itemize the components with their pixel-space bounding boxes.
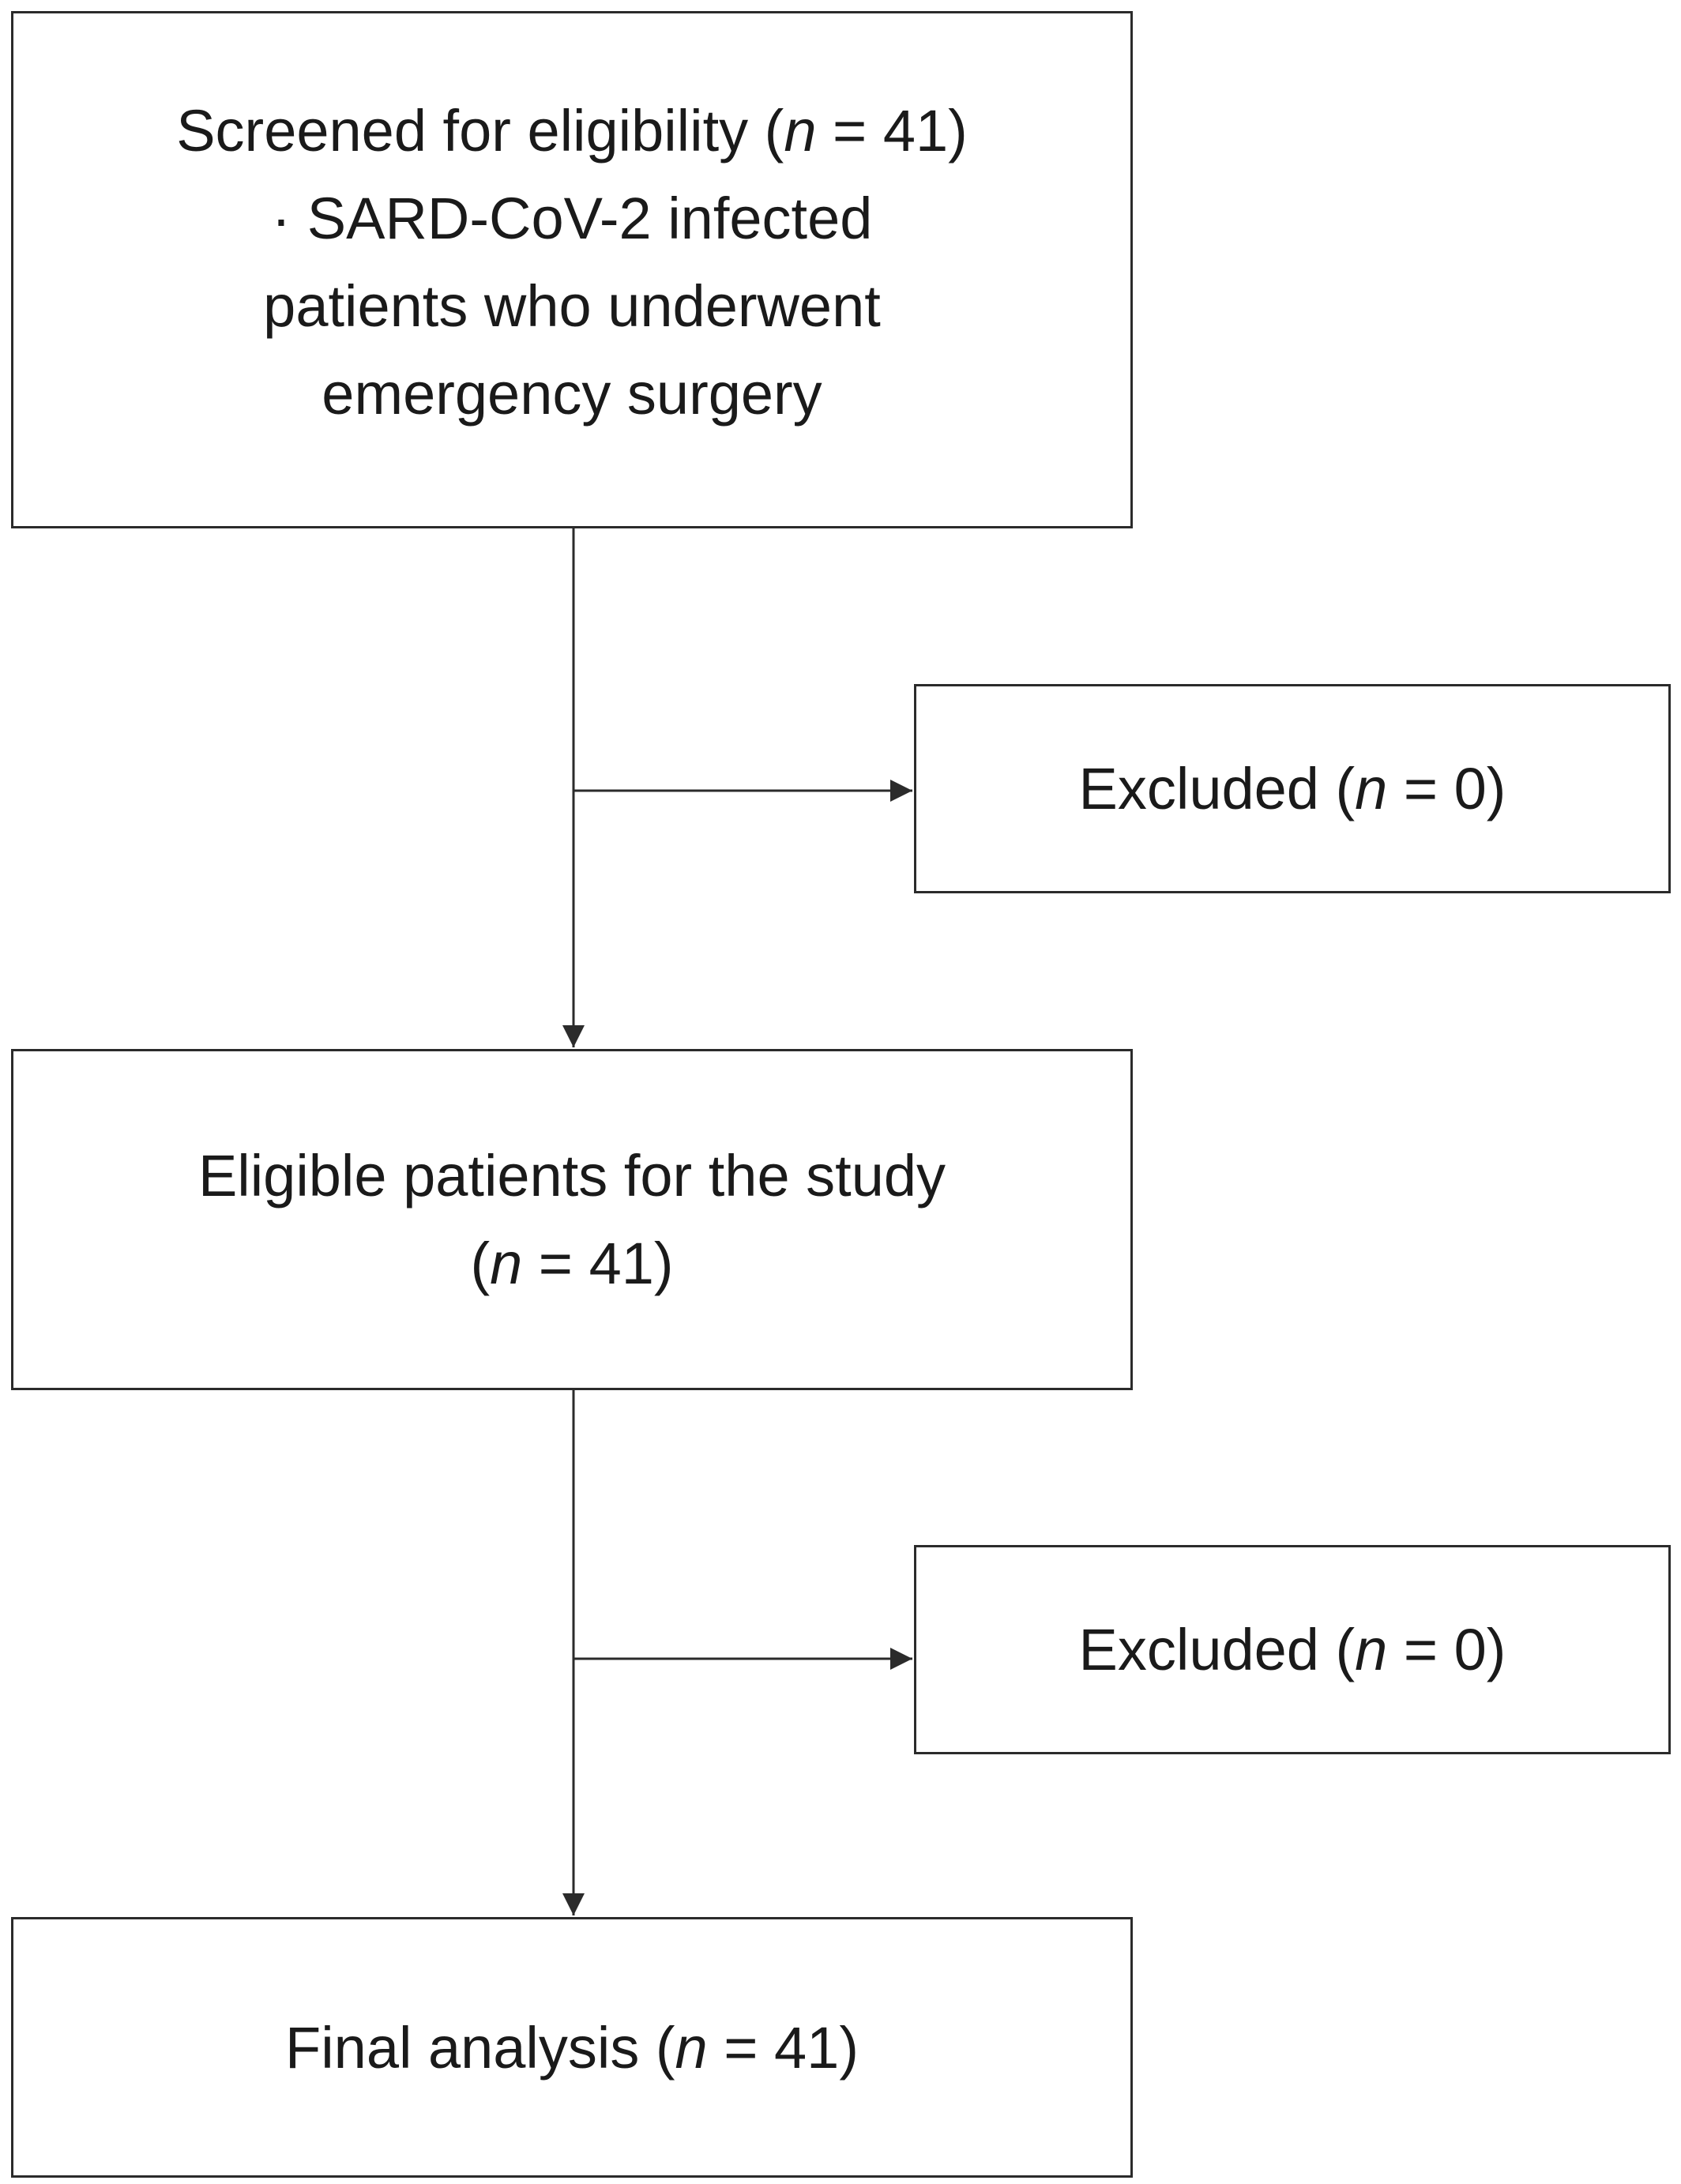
excluded-1-text: Excluded (n = 0)	[1079, 745, 1506, 833]
excluded-2-line: Excluded (n = 0)	[1079, 1606, 1506, 1693]
excluded-1-line: Excluded (n = 0)	[1079, 745, 1506, 833]
final-text: Final analysis (n = 41)	[285, 2004, 859, 2092]
screened-line-3: patients who underwent	[263, 273, 881, 339]
eligible-box: Eligible patients for the study (n = 41)	[11, 1049, 1133, 1390]
screened-line-1-prefix: Screened for eligibility (	[176, 97, 784, 164]
arrowhead-excluded-1	[890, 780, 912, 802]
excluded-1-n-symbol: n	[1355, 756, 1388, 821]
screened-line-1: Screened for eligibility (n = 41)	[176, 87, 968, 175]
screened-line-1-suffix: = 41)	[816, 97, 968, 164]
excluded-1-prefix: Excluded (	[1078, 756, 1356, 821]
arrowhead-final	[562, 1893, 585, 1915]
arrowhead-excluded-2	[890, 1648, 912, 1670]
screened-n-symbol: n	[784, 97, 817, 164]
arrowhead-eligible	[562, 1025, 585, 1047]
final-suffix: = 41)	[707, 2014, 859, 2081]
excluded-2-n-symbol: n	[1355, 1617, 1388, 1682]
screened-text: Screened for eligibility (n = 41) · SARD…	[176, 87, 968, 453]
screened-line-4: emergency surgery	[322, 360, 822, 427]
excluded-2-suffix: = 0)	[1387, 1617, 1506, 1682]
excluded-1-suffix: = 0)	[1387, 756, 1506, 821]
eligible-n-symbol: n	[490, 1231, 523, 1296]
eligible-line-2-suffix: = 41)	[522, 1231, 674, 1296]
screened-line-2: · SARD-CoV-2 infected	[271, 185, 873, 251]
excluded-box-1: Excluded (n = 0)	[914, 684, 1671, 893]
eligible-text: Eligible patients for the study (n = 41)	[198, 1132, 946, 1307]
final-box: Final analysis (n = 41)	[11, 1917, 1133, 2178]
excluded-2-prefix: Excluded (	[1078, 1617, 1356, 1682]
excluded-box-2: Excluded (n = 0)	[914, 1545, 1671, 1754]
screened-box: Screened for eligibility (n = 41) · SARD…	[11, 11, 1133, 528]
final-prefix: Final analysis (	[285, 2014, 675, 2081]
eligible-line-1: Eligible patients for the study	[197, 1143, 946, 1209]
eligible-line-2-prefix: (	[470, 1231, 491, 1296]
excluded-2-text: Excluded (n = 0)	[1079, 1606, 1506, 1693]
eligible-line-2: (n = 41)	[198, 1220, 946, 1307]
final-n-symbol: n	[675, 2014, 708, 2081]
final-line: Final analysis (n = 41)	[285, 2004, 859, 2092]
